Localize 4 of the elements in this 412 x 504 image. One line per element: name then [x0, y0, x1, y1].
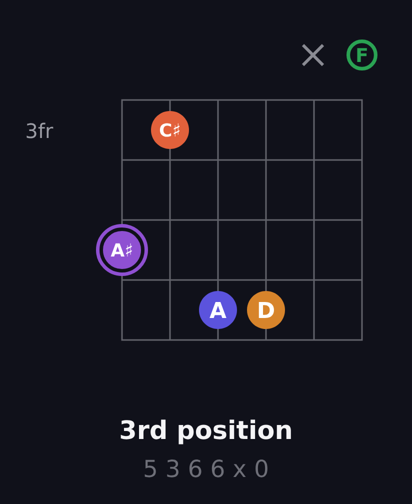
caption: 5 3 6 6 x 0	[144, 460, 268, 478]
letter-ring: F	[346, 40, 378, 70]
heading: 3rd position	[120, 420, 291, 444]
fret-label: 3fr	[26, 122, 54, 138]
